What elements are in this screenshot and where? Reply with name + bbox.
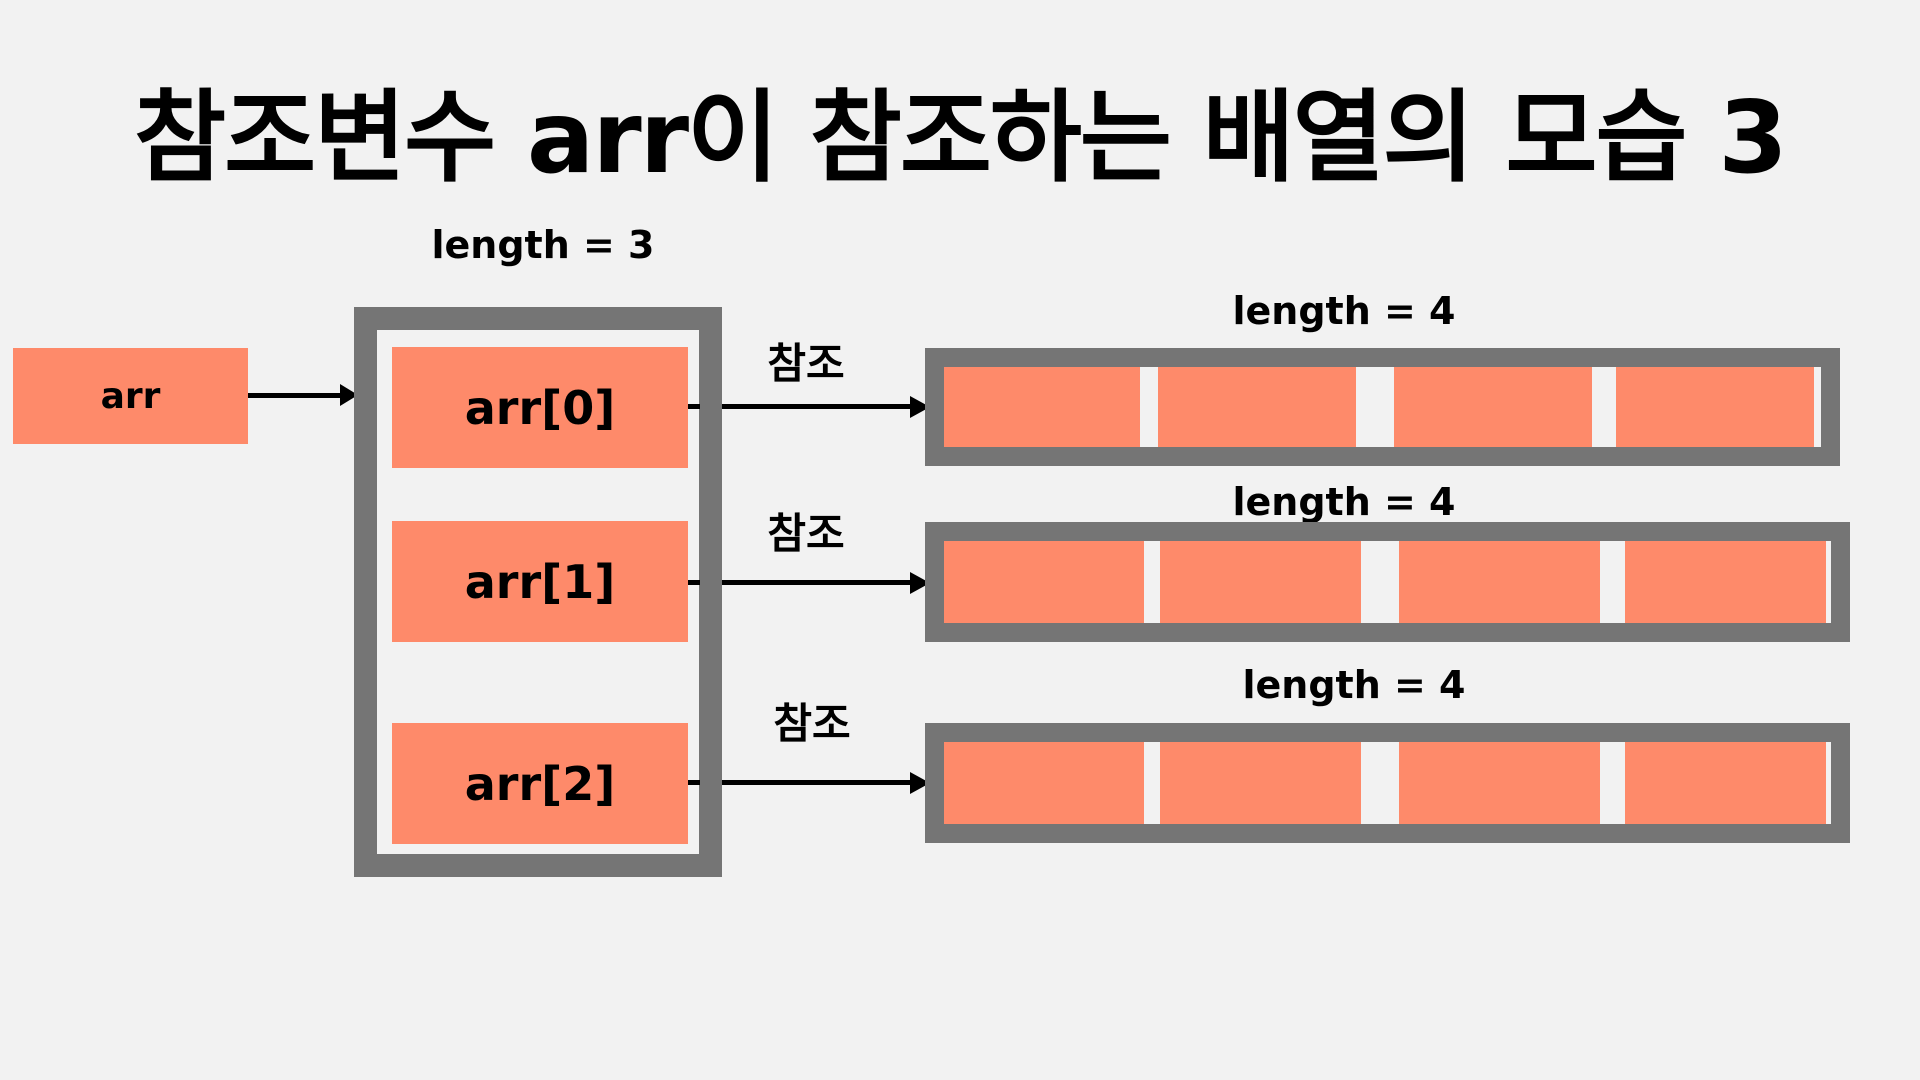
inner-0-length-label: length = 4 <box>1232 289 1456 333</box>
inner-2-cell-1 <box>1160 742 1361 824</box>
inner-2-length-label: length = 4 <box>1242 663 1466 707</box>
inner-2-cell-3 <box>1625 742 1826 824</box>
diagram-title: 참조변수 arr이 참조하는 배열의 모습 3 <box>134 79 1788 196</box>
arrow-ref-0-line <box>722 404 922 409</box>
inner-0-cell-3 <box>1616 367 1814 447</box>
inner-1-cell-2 <box>1399 541 1600 623</box>
inner-0-cell-1 <box>1158 367 1356 447</box>
outer-element-0-label: arr[0] <box>464 380 616 435</box>
arrow-stub-1 <box>688 580 700 585</box>
ref-label-0: 참조 <box>767 339 845 388</box>
ref-label-1: 참조 <box>767 509 845 558</box>
ref-label-2: 참조 <box>773 699 851 748</box>
arrow-arr-to-outer-line <box>248 393 348 398</box>
outer-element-1-label: arr[1] <box>464 554 616 609</box>
outer-element-2-label: arr[2] <box>464 756 616 811</box>
arrow-arr-to-outer-head <box>340 384 358 406</box>
inner-1-cell-3 <box>1625 541 1826 623</box>
inner-2-cell-0 <box>944 742 1144 824</box>
arrow-stub-2 <box>688 780 700 785</box>
arrow-stub-0 <box>688 404 700 409</box>
variable-arr-box: arr <box>13 348 248 444</box>
variable-arr-label: arr <box>100 375 161 417</box>
inner-2-cell-2 <box>1399 742 1600 824</box>
inner-1-length-label: length = 4 <box>1232 480 1456 524</box>
arrow-ref-2-line <box>722 780 922 785</box>
inner-1-cell-0 <box>944 541 1144 623</box>
inner-1-cell-1 <box>1160 541 1361 623</box>
inner-array-2-frame <box>925 723 1850 843</box>
outer-element-1: arr[1] <box>392 521 688 642</box>
arrow-ref-1-line <box>722 580 922 585</box>
inner-array-1-frame <box>925 522 1850 642</box>
outer-length-label: length = 3 <box>431 223 655 267</box>
outer-element-2: arr[2] <box>392 723 688 844</box>
inner-array-0-frame <box>925 348 1840 466</box>
inner-0-cell-0 <box>944 367 1140 447</box>
inner-0-cell-2 <box>1394 367 1592 447</box>
outer-element-0: arr[0] <box>392 347 688 468</box>
